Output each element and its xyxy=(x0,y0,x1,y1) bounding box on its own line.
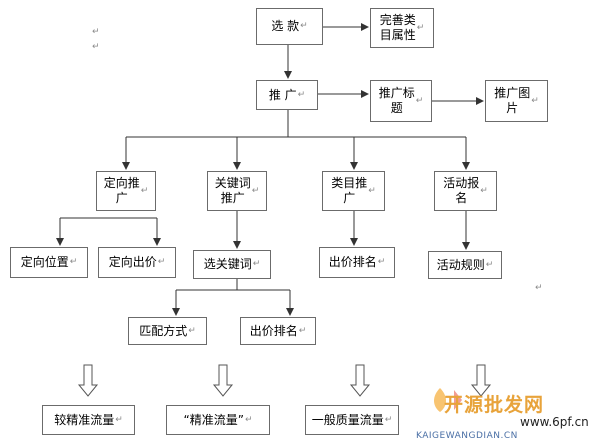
node-label: 定向位置 xyxy=(20,255,69,269)
node-label: 出价排名 xyxy=(328,255,377,269)
node-directed-position: 定向位置↵ xyxy=(10,247,88,278)
node-category-promotion: 类目推 广↵ xyxy=(322,171,385,211)
hollow-arrow-general xyxy=(349,364,371,397)
watermark-logo-text: 开源批发网 xyxy=(444,394,545,416)
paragraph-mark: ↵ xyxy=(298,325,307,336)
node-label: 选 款 xyxy=(271,19,300,33)
paragraph-mark: ↵ xyxy=(535,283,543,293)
node-directed-promotion: 定向推 广↵ xyxy=(96,171,156,211)
node-precise-traffic: “精准流量”↵ xyxy=(166,405,270,435)
watermark-domain: www.6pf.cn xyxy=(520,415,589,429)
node-label: 一般质量流量 xyxy=(311,412,384,427)
node-label: 推广标 题 xyxy=(378,86,415,115)
paragraph-mark: ↵ xyxy=(415,95,424,106)
node-perfect-category-attributes: 完善类 目属性↵ xyxy=(370,8,434,48)
hollow-arrow-quoted xyxy=(212,364,234,397)
paragraph-mark: ↵ xyxy=(384,414,393,425)
paragraph-mark: ↵ xyxy=(115,414,123,425)
node-label: 类目推 广 xyxy=(331,176,368,205)
node-activity-rules: 活动规则↵ xyxy=(428,251,502,279)
node-general-quality-traffic: 一般质量流量↵ xyxy=(305,405,399,435)
paragraph-mark: ↵ xyxy=(251,185,260,196)
node-category-bid-rank: 出价排名↵ xyxy=(319,247,395,278)
node-select: 选 款↵ xyxy=(256,8,323,45)
paragraph-mark: ↵ xyxy=(416,22,425,33)
node-keyword-bid-rank: 出价排名↵ xyxy=(240,317,316,345)
node-label: 推广图 片 xyxy=(494,86,531,115)
node-keyword-promotion: 关键词 推广↵ xyxy=(207,171,267,211)
node-label: 关键词 推广 xyxy=(214,176,251,205)
hollow-arrow-activity xyxy=(470,364,492,397)
node-label: 完善类 目属性 xyxy=(379,13,416,42)
node-directed-bid: 定向出价↵ xyxy=(98,247,176,278)
node-promote: 推 广↵ xyxy=(256,80,318,110)
paragraph-mark: ↵ xyxy=(252,259,261,269)
node-label: 匹配方式 xyxy=(139,323,188,338)
paragraph-mark: ↵ xyxy=(377,257,386,267)
paragraph-mark: ↵ xyxy=(244,414,253,425)
paragraph-mark: ↵ xyxy=(140,185,149,196)
paragraph-mark: ↵ xyxy=(300,21,308,31)
paragraph-mark: ↵ xyxy=(188,325,196,336)
node-label: 定向推 广 xyxy=(103,176,140,205)
paragraph-mark: ↵ xyxy=(485,259,494,270)
node-promo-title: 推广标 题↵ xyxy=(370,80,432,122)
paragraph-mark: ↵ xyxy=(531,95,539,106)
paragraph-mark: ↵ xyxy=(69,257,78,267)
paragraph-mark: ↵ xyxy=(297,89,306,100)
hollow-arrow-precise xyxy=(77,364,99,397)
node-label: 推 广 xyxy=(268,87,297,102)
node-label: 定向出价 xyxy=(108,255,157,269)
node-label: 活动报 名 xyxy=(443,176,480,205)
node-label: 选关键词 xyxy=(203,257,252,271)
paragraph-mark: ↵ xyxy=(92,27,100,37)
paragraph-mark: ↵ xyxy=(92,42,100,52)
paragraph-mark: ↵ xyxy=(157,257,166,267)
node-promo-image: 推广图 片↵ xyxy=(485,80,548,122)
paragraph-mark: ↵ xyxy=(480,185,488,196)
node-label: “精准流量” xyxy=(183,412,244,427)
watermark-graphic xyxy=(412,388,472,434)
paragraph-mark: ↵ xyxy=(368,185,376,196)
node-activity-signup: 活动报 名↵ xyxy=(434,171,497,211)
node-label: 较精准流量 xyxy=(54,412,115,427)
node-label: 出价排名 xyxy=(249,323,298,338)
watermark-subtext: KAIGEWANGDIAN.CN xyxy=(416,431,518,441)
watermark-logo: 开源批发网 www.6pf.cn KAIGEWANGDIAN.CN xyxy=(410,382,589,444)
node-match-type: 匹配方式↵ xyxy=(128,317,207,345)
node-select-keywords: 选关键词↵ xyxy=(193,250,271,279)
node-relatively-precise-traffic: 较精准流量↵ xyxy=(42,405,135,435)
node-label: 活动规则 xyxy=(436,257,485,272)
